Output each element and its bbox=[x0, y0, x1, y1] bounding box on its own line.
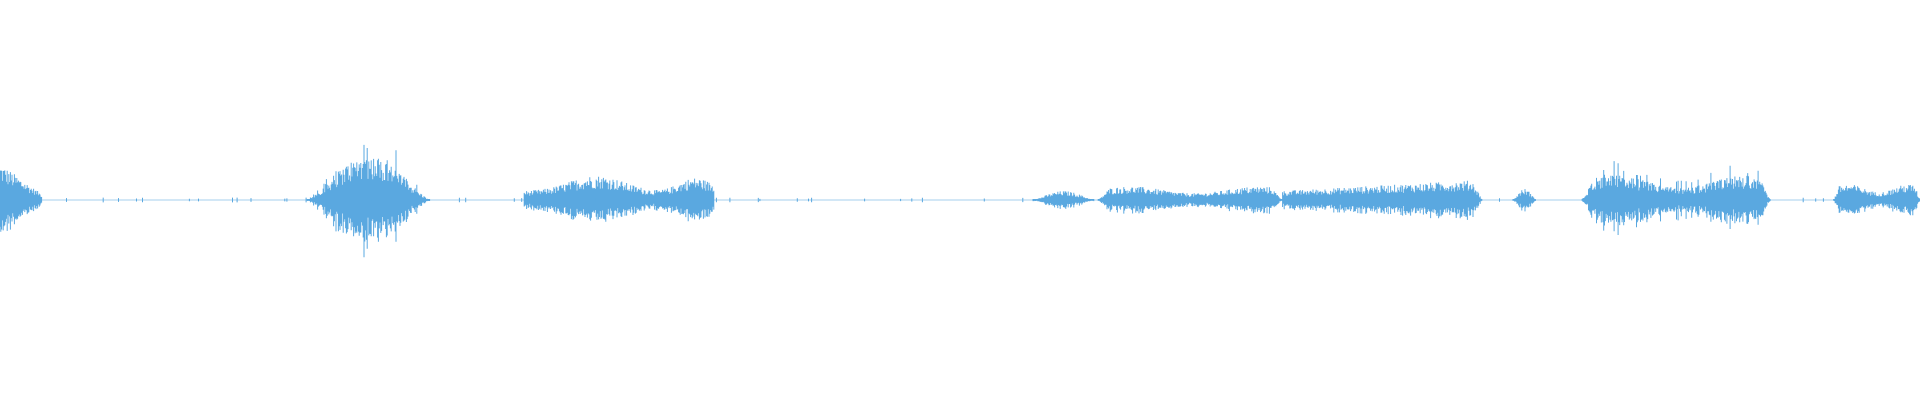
waveform-segment-path bbox=[1282, 180, 1483, 220]
waveform-segment-path bbox=[1833, 185, 1920, 216]
waveform-segment bbox=[306, 144, 431, 258]
waveform-segment-path bbox=[1097, 187, 1283, 214]
waveform-segments bbox=[0, 144, 1920, 258]
waveform-noise-ticks bbox=[66, 197, 1916, 203]
waveform-segment-path bbox=[1512, 189, 1536, 212]
waveform-segment-path bbox=[1581, 161, 1771, 235]
waveform-segment bbox=[1097, 187, 1283, 214]
waveform-segment bbox=[1512, 189, 1536, 212]
waveform-segment bbox=[1833, 185, 1920, 216]
waveform-segment-path bbox=[0, 170, 43, 232]
waveform-segment-path bbox=[523, 176, 715, 222]
waveform-segment bbox=[0, 170, 43, 232]
waveform-segment-path bbox=[1032, 191, 1095, 209]
waveform-segment bbox=[523, 176, 715, 222]
waveform-segment bbox=[1282, 180, 1483, 220]
waveform-segment bbox=[1581, 161, 1771, 235]
waveform-segment bbox=[1032, 191, 1095, 209]
waveform-segment-path bbox=[306, 144, 431, 258]
